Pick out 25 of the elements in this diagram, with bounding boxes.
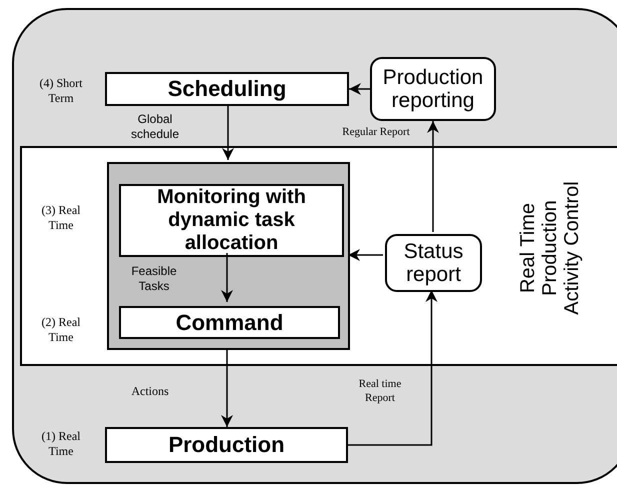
process-box: Production — [105, 427, 348, 463]
edge-label: Regular Report — [341, 126, 411, 140]
arrow — [349, 83, 370, 95]
rounded-box: Production reporting — [370, 57, 496, 121]
edge-label: Real time Report — [358, 378, 402, 406]
arrow — [348, 249, 383, 261]
arrow — [348, 290, 438, 446]
arrow — [221, 348, 233, 427]
arrow — [427, 121, 439, 232]
level-label: (4) Short Term — [38, 76, 84, 106]
process-box: Scheduling — [105, 72, 349, 106]
rounded-box: Status report — [385, 234, 482, 292]
arrow — [222, 106, 234, 160]
arrow — [221, 253, 233, 302]
edge-label: Global schedule — [130, 112, 180, 142]
group-box — [107, 162, 350, 350]
edge-label: Feasible Tasks — [130, 264, 178, 294]
process-box: Monitoring with dynamic task allocation — [119, 184, 344, 257]
control-band — [20, 146, 617, 366]
edge-label: Actions — [130, 384, 170, 399]
level-label: (1) Real Time — [40, 429, 82, 459]
process-box: Command — [119, 306, 340, 339]
level-label: (3) Real Time — [40, 203, 82, 233]
vertical-title: Real Time Production Activity Control — [517, 180, 583, 317]
level-label: (2) Real Time — [40, 315, 82, 345]
